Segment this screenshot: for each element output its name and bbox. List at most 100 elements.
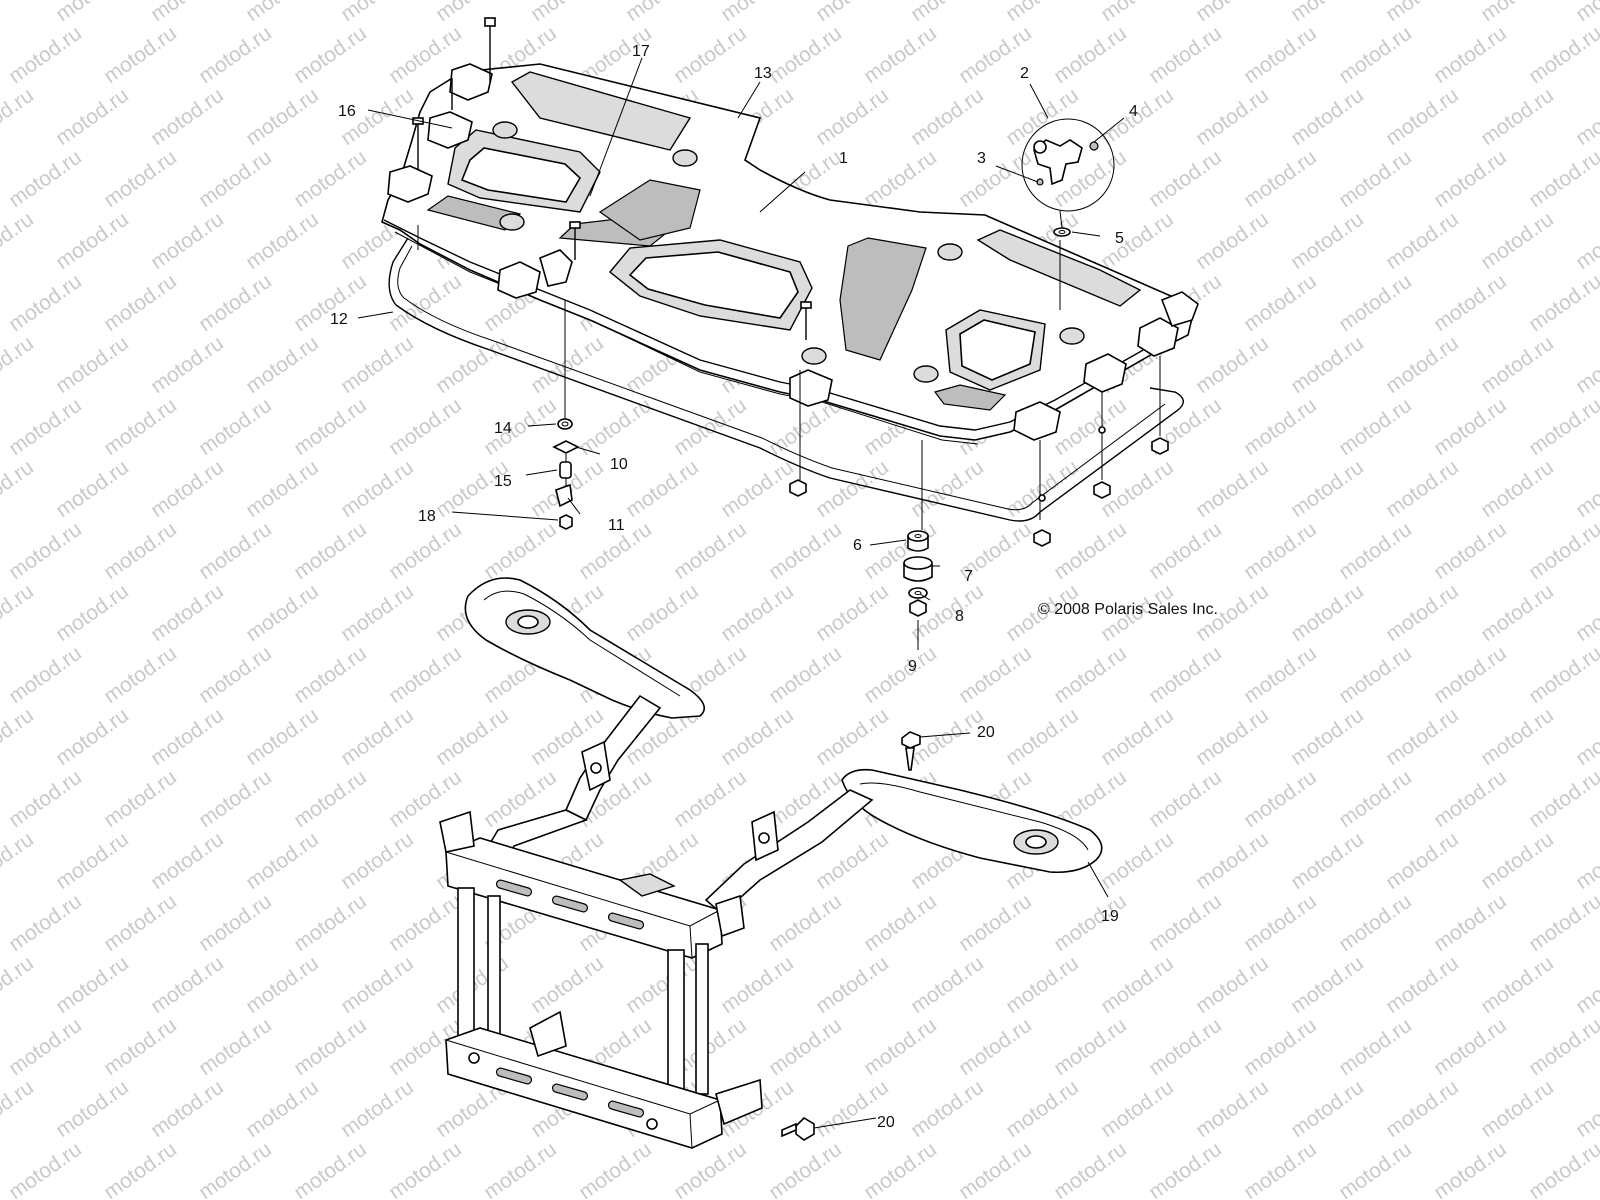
watermark-text: motod.ru xyxy=(1382,84,1463,150)
watermark-text: motod.ru xyxy=(0,828,38,894)
callout-numbers: 1 2 3 4 5 6 7 8 9 10 11 12 13 14 15 16 1… xyxy=(330,43,1138,1131)
watermark-text: motod.ru xyxy=(290,642,371,708)
watermark-text: motod.ru xyxy=(290,890,371,956)
watermark-text: motod.ru xyxy=(860,890,941,956)
watermark-text: motod.ru xyxy=(1287,1076,1368,1142)
watermark-text: motod.ru xyxy=(1335,1138,1416,1200)
watermark-text: motod.ru xyxy=(1572,332,1600,398)
watermark-text: motod.ru xyxy=(765,1014,846,1080)
rack-right-vent xyxy=(933,384,1007,411)
watermark-text: motod.ru xyxy=(0,456,38,522)
flange-screw-lower xyxy=(781,1116,815,1141)
watermark-text: motod.ru xyxy=(100,890,181,956)
watermark-text: motod.ru xyxy=(1287,828,1368,894)
watermark-text: motod.ru xyxy=(242,704,323,770)
watermark-text: motod.ru xyxy=(1525,766,1600,832)
watermark-text: motod.ru xyxy=(1572,208,1600,274)
watermark-text: motod.ru xyxy=(1240,394,1321,460)
watermark-text: motod.ru xyxy=(1240,642,1321,708)
watermark-text: motod.ru xyxy=(147,332,228,398)
watermark-text: motod.ru xyxy=(1050,1138,1131,1200)
watermark-text: motod.ru xyxy=(717,952,798,1018)
watermark-text: motod.ru xyxy=(1050,518,1131,584)
watermark-text: motod.ru xyxy=(385,642,466,708)
watermark-text: motod.ru xyxy=(1240,22,1321,88)
detail-inset xyxy=(1021,118,1115,237)
watermark-text: motod.ru xyxy=(52,456,133,522)
watermark-text: motod.ru xyxy=(765,1138,846,1200)
watermark-text: motod.ru xyxy=(717,704,798,770)
watermark-text: motod.ru xyxy=(1287,580,1368,646)
watermark-text: motod.ru xyxy=(1002,704,1083,770)
watermark-text: motod.ru xyxy=(1525,1014,1600,1080)
watermark-text: motod.ru xyxy=(1525,518,1600,584)
callout-part-3: 3 xyxy=(977,150,986,167)
watermark-text: motod.ru xyxy=(195,146,276,212)
watermark-text: motod.ru xyxy=(812,456,893,522)
watermark-text: motod.ru xyxy=(1145,766,1226,832)
rack-frame-tube xyxy=(388,237,1184,522)
watermark-text: motod.ru xyxy=(1192,456,1273,522)
watermark-text: motod.ru xyxy=(1382,456,1463,522)
callout-part-1: 1 xyxy=(839,150,848,167)
rack-front-lip-2 xyxy=(394,231,979,445)
watermark-text: motod.ru xyxy=(100,766,181,832)
watermark-text: motod.ru xyxy=(860,22,941,88)
watermark-text: motod.ru xyxy=(860,146,941,212)
watermark-text: motod.ru xyxy=(1430,1138,1511,1200)
watermark-text: motod.ru xyxy=(0,1076,38,1142)
watermark-text: motod.ru xyxy=(337,952,418,1018)
watermark-text: motod.ru xyxy=(195,766,276,832)
watermark-text: motod.ru xyxy=(1572,580,1600,646)
copyright-notice: © 2008 Polaris Sales Inc. xyxy=(1038,601,1218,618)
callout-part-13: 13 xyxy=(754,65,772,82)
watermark-text: motod.ru xyxy=(147,84,228,150)
callout-part-6: 6 xyxy=(853,537,862,554)
watermark-text: motod.ru xyxy=(290,1014,371,1080)
watermark-text: motod.ru xyxy=(147,828,228,894)
watermark-text: motod.ru xyxy=(147,0,228,26)
callout-part-8: 8 xyxy=(955,608,964,625)
watermark-text: motod.ru xyxy=(195,270,276,336)
watermark-text: motod.ru xyxy=(860,1138,941,1200)
watermark-text: motod.ru xyxy=(622,456,703,522)
watermark-text: motod.ru xyxy=(1145,146,1226,212)
watermark-text: motod.ru xyxy=(1430,146,1511,212)
watermark-text: motod.ru xyxy=(432,704,513,770)
watermark-text: motod.ru xyxy=(1002,952,1083,1018)
watermark-text: motod.ru xyxy=(195,518,276,584)
watermark-text: motod.ru xyxy=(5,518,86,584)
watermark-text: motod.ru xyxy=(290,146,371,212)
watermark-text: motod.ru xyxy=(1097,828,1178,894)
watermark-text: motod.ru xyxy=(1145,518,1226,584)
right-mount-hardware xyxy=(903,530,933,650)
watermark-text: motod.ru xyxy=(1002,1076,1083,1142)
watermark-text: motod.ru xyxy=(480,394,561,460)
watermark-text: motod.ru xyxy=(860,642,941,708)
rack-vent-mid xyxy=(598,179,701,241)
watermark-text: motod.ru xyxy=(1382,1076,1463,1142)
watermark-text: motod.ru xyxy=(1430,1014,1511,1080)
watermark-text: motod.ru xyxy=(480,1138,561,1200)
watermark-text: motod.ru xyxy=(1287,332,1368,398)
watermark-text: motod.ru xyxy=(1287,0,1368,26)
watermark-text: motod.ru xyxy=(1572,704,1600,770)
watermark-text: motod.ru xyxy=(242,0,323,26)
watermark-text: motod.ru xyxy=(1477,84,1558,150)
watermark-text: motod.ru xyxy=(1335,642,1416,708)
watermark-text: motod.ru xyxy=(5,1014,86,1080)
watermark-text: motod.ru xyxy=(1240,766,1321,832)
callout-part-9: 9 xyxy=(908,658,917,675)
watermark-text: motod.ru xyxy=(527,952,608,1018)
callout-part-18: 18 xyxy=(418,508,436,525)
watermark-text: motod.ru xyxy=(1335,1014,1416,1080)
watermark-text: motod.ru xyxy=(385,394,466,460)
watermark-text: motod.ru xyxy=(1287,84,1368,150)
watermark-text: motod.ru xyxy=(1382,332,1463,398)
watermark-text: motod.ru xyxy=(100,270,181,336)
callout-part-19: 19 xyxy=(1101,908,1119,925)
watermark-text: motod.ru xyxy=(955,1138,1036,1200)
watermark-text: motod.ru xyxy=(1382,828,1463,894)
